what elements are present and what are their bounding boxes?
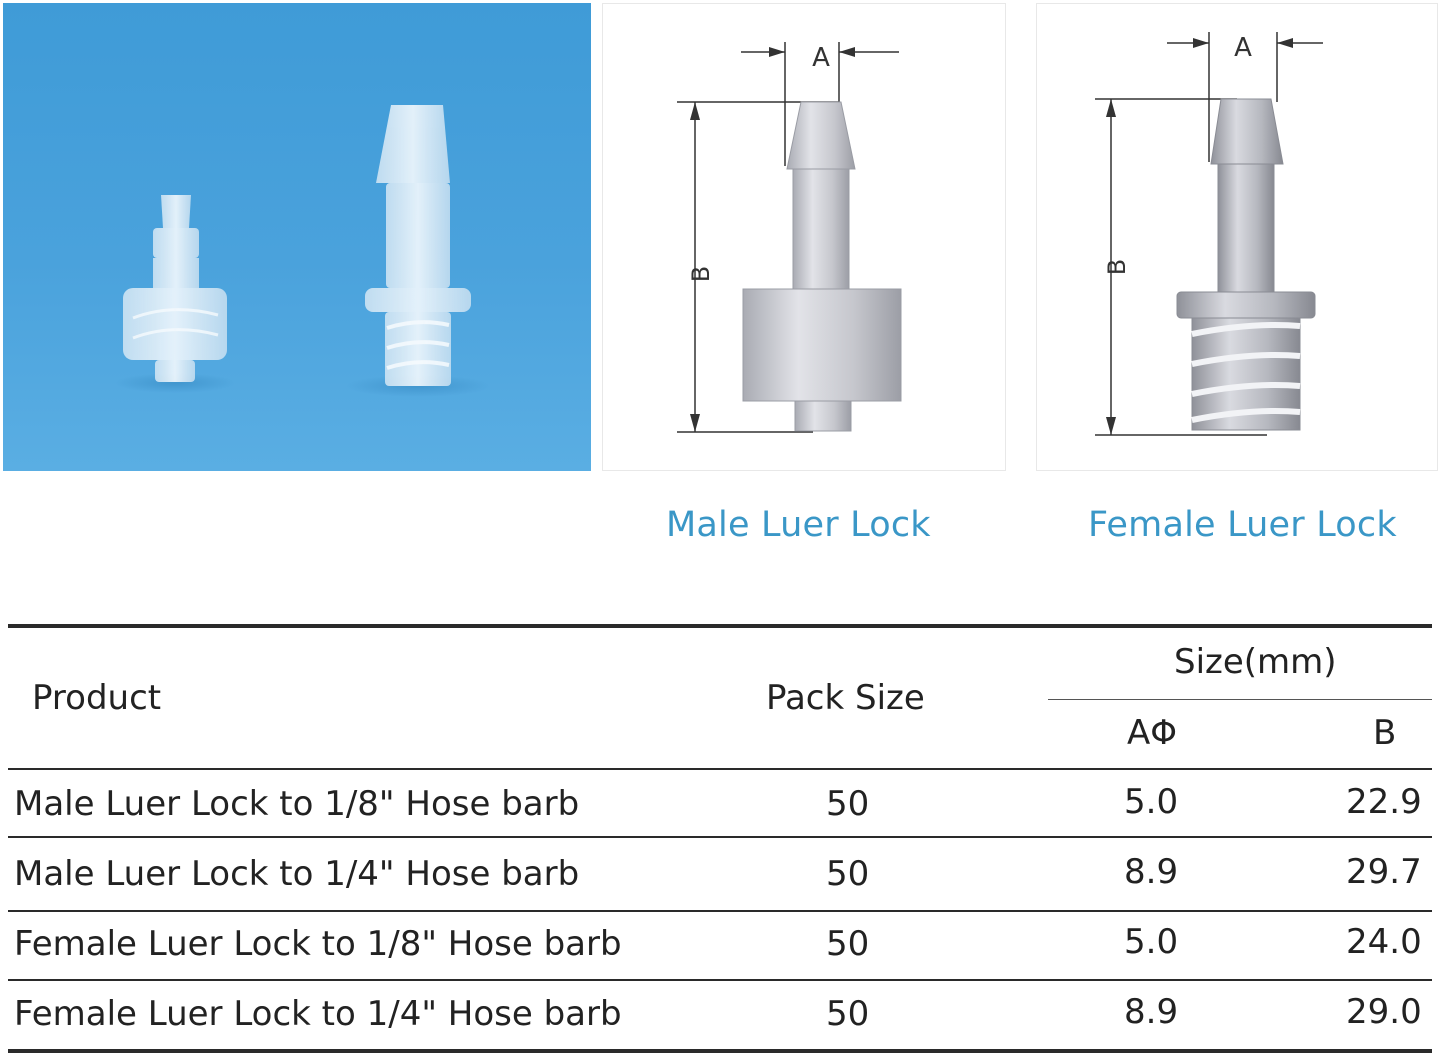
caption-female-luer-lock: Female Luer Lock: [1088, 505, 1397, 545]
cell-product: Male Luer Lock to 1/8" Hose barb: [14, 784, 580, 824]
cell-b: 29.0: [1346, 992, 1422, 1032]
cell-pack-size: 50: [826, 994, 870, 1034]
cell-product: Male Luer Lock to 1/4" Hose barb: [14, 854, 580, 894]
dimension-b-label: B: [1103, 259, 1131, 275]
female-fitting-photo: [365, 105, 471, 386]
cell-a: 8.9: [1124, 852, 1179, 892]
cell-a: 5.0: [1124, 922, 1179, 962]
male-luer-lock-drawing: A B: [602, 3, 1006, 471]
row-divider: [8, 910, 1432, 912]
product-photo: [3, 3, 591, 471]
table-bottom-rule: [8, 1049, 1432, 1053]
header-product: Product: [32, 678, 162, 718]
cell-pack-size: 50: [826, 924, 870, 964]
size-header-divider: [1048, 699, 1432, 700]
header-a-phi: AΦ: [1127, 713, 1178, 753]
cell-product: Female Luer Lock to 1/8" Hose barb: [14, 924, 622, 964]
cell-b: 29.7: [1346, 852, 1422, 892]
cell-product: Female Luer Lock to 1/4" Hose barb: [14, 994, 622, 1034]
cell-pack-size: 50: [826, 784, 870, 824]
row-divider: [8, 979, 1432, 981]
cell-b: 22.9: [1346, 782, 1422, 822]
header-pack-size: Pack Size: [766, 678, 925, 718]
header-b: B: [1373, 713, 1397, 753]
dimension-a-label: A: [812, 43, 830, 73]
table-top-rule: [8, 624, 1432, 628]
header-bottom-rule: [8, 768, 1432, 770]
header-size-group: Size(mm): [1174, 642, 1337, 682]
cell-a: 8.9: [1124, 992, 1179, 1032]
cell-a: 5.0: [1124, 782, 1179, 822]
dimension-b-label: B: [687, 266, 715, 282]
dimension-a-label: A: [1234, 33, 1252, 63]
female-luer-lock-drawing: A B: [1036, 3, 1438, 471]
caption-male-luer-lock: Male Luer Lock: [666, 505, 931, 545]
cell-pack-size: 50: [826, 854, 870, 894]
cell-b: 24.0: [1346, 922, 1422, 962]
male-fitting-photo: [123, 195, 227, 382]
row-divider: [8, 836, 1432, 838]
product-photo-illustration: [115, 105, 490, 397]
